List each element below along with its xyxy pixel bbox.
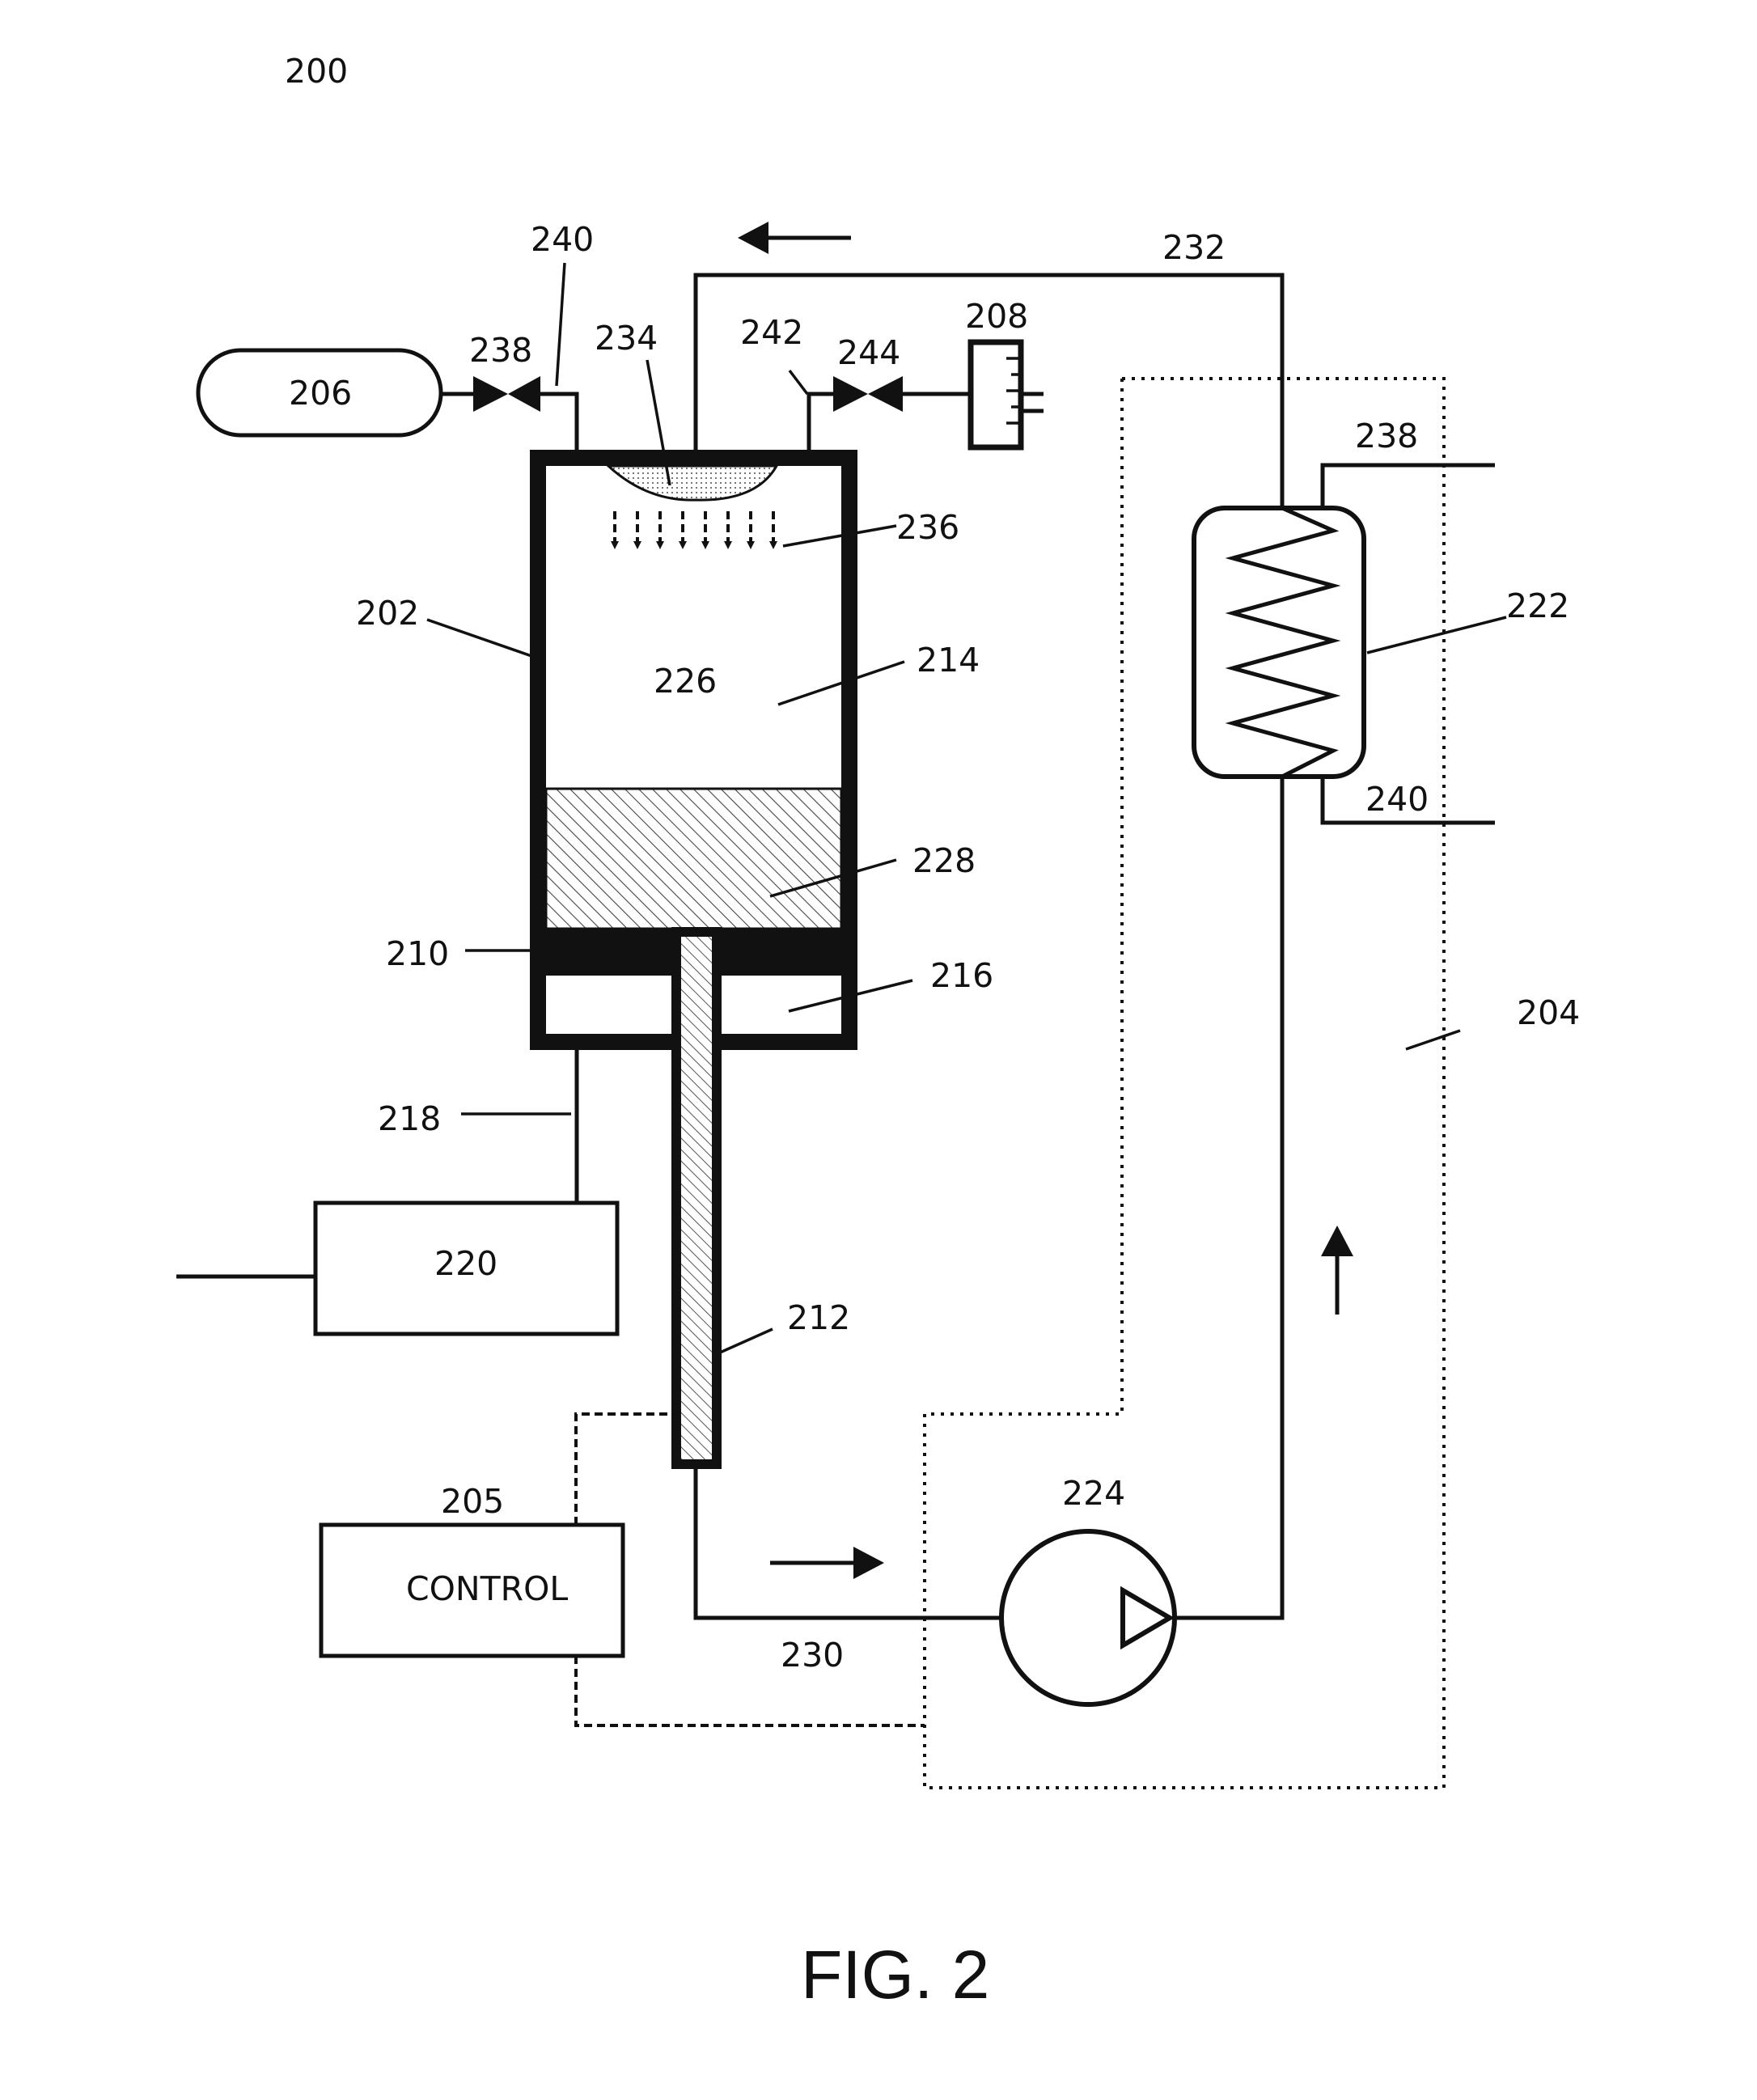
label-212: 212 (787, 1298, 850, 1337)
valve-244 (833, 376, 903, 412)
label-218: 218 (378, 1099, 441, 1138)
label-202: 202 (356, 594, 419, 633)
label-234: 234 (595, 319, 658, 358)
label-222: 222 (1506, 586, 1569, 625)
valve-238 (473, 376, 540, 412)
label-210: 210 (386, 934, 449, 973)
label-242: 242 (740, 313, 803, 352)
label-238-hx: 238 (1355, 417, 1418, 455)
label-240-hx: 240 (1365, 780, 1429, 819)
gauge-208 (971, 342, 1044, 447)
label-230: 230 (781, 1636, 844, 1674)
medium-228 (546, 789, 841, 929)
label-205: 205 (441, 1482, 504, 1521)
pump-224 (1001, 1531, 1175, 1704)
label-224: 224 (1062, 1474, 1125, 1513)
piston-rod-212 (676, 932, 717, 1464)
label-220: 220 (434, 1244, 497, 1283)
pump-to-hx-line (1142, 777, 1282, 1618)
label-228: 228 (912, 841, 976, 880)
label-240-pipe: 240 (531, 220, 594, 259)
label-232: 232 (1162, 228, 1226, 267)
label-216: 216 (930, 956, 993, 995)
control-label: CONTROL (406, 1569, 568, 1608)
spray-arrows-236 (615, 511, 773, 548)
label-244: 244 (837, 333, 900, 372)
label-214: 214 (917, 641, 980, 680)
label-208: 208 (965, 297, 1028, 336)
label-236: 236 (896, 508, 959, 547)
flow-arrow-left-icon (738, 222, 851, 254)
label-204: 204 (1517, 993, 1580, 1032)
figure-caption: FIG. 2 (801, 1937, 989, 2013)
nozzle-234 (608, 466, 777, 500)
label-238-valve: 238 (469, 331, 532, 370)
label-226: 226 (654, 662, 717, 701)
flow-arrow-up-icon (1321, 1226, 1353, 1315)
heat-exchanger-222 (1194, 465, 1495, 823)
outlet-line-230 (696, 1464, 1001, 1618)
flow-arrow-right-icon (770, 1547, 884, 1579)
label-200: 200 (285, 52, 348, 91)
label-206: 206 (289, 374, 352, 413)
